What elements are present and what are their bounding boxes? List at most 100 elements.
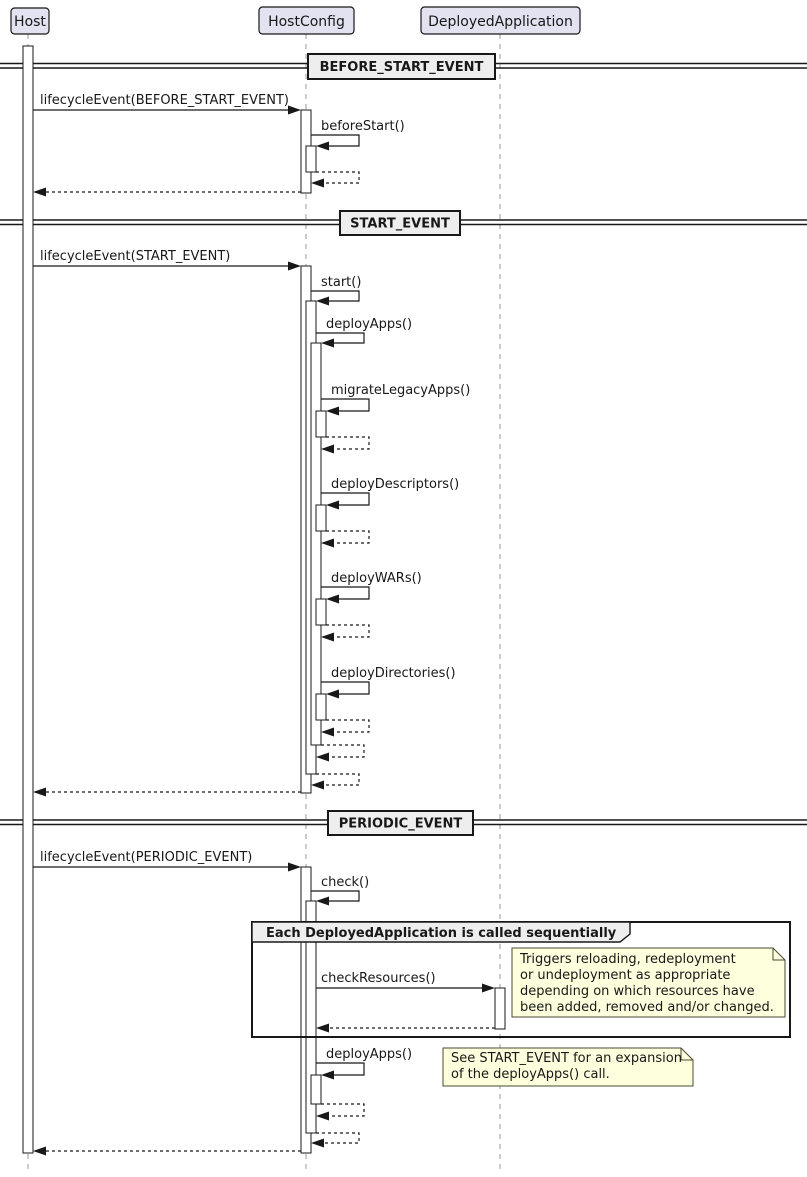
participants: Host HostConfig DeployedApplication — [10, 6, 581, 35]
self-return-beforestart — [316, 171, 360, 184]
participant-box-host — [10, 7, 50, 35]
arrowhead — [316, 141, 329, 151]
note-deploy-apps — [442, 1047, 694, 1087]
self-return-deploywars — [326, 624, 370, 638]
divider-rules — [0, 62, 807, 826]
self-call-deploydescriptors — [321, 492, 370, 506]
message-label: deployWARs() — [331, 571, 422, 586]
arrowhead — [288, 105, 301, 115]
group-frame: Each DeployedApplication is called seque… — [251, 921, 791, 1038]
arrowhead — [311, 178, 324, 188]
participant-label-hostconfig: HostConfig — [268, 14, 345, 30]
note-line: been added, removed and/or changed. — [520, 1000, 774, 1015]
message-label: beforeStart() — [321, 119, 405, 134]
activation-bar-check — [305, 900, 317, 1134]
arrowhead — [326, 406, 339, 416]
arrowhead — [316, 896, 329, 906]
divider-box-start-event — [339, 210, 461, 236]
group-header — [251, 921, 631, 943]
note-line: depending on which resources have — [520, 984, 755, 999]
arrowhead — [33, 787, 46, 797]
self-return-deploydescriptors — [326, 530, 370, 544]
activation-bar-deploydescriptors — [315, 504, 327, 532]
arrowhead — [321, 1070, 334, 1080]
divider-label-before-start-event: BEFORE_START_EVENT — [320, 60, 484, 75]
participant-label-deployedapplication: DeployedApplication — [428, 14, 573, 30]
arrowhead — [321, 538, 334, 548]
self-call-beforestart — [311, 134, 360, 147]
message-label: lifecycleEvent(BEFORE_START_EVENT) — [40, 93, 289, 108]
arrowhead — [316, 1023, 329, 1033]
divider-label-start-event: START_EVENT — [350, 217, 450, 232]
note-check-resources — [511, 947, 786, 1018]
note-line: Triggers reloading, redeployment — [519, 952, 736, 967]
self-call-deploydirectories — [321, 681, 370, 695]
activation-bar-deploydirectories — [315, 693, 327, 721]
note-line: See START_EVENT for an expansion — [451, 1051, 682, 1066]
self-return-start — [316, 773, 360, 786]
self-return-check — [316, 1132, 360, 1144]
self-call-deployapps-periodic — [316, 1062, 365, 1076]
self-return-migratelegacyapps — [326, 436, 370, 450]
message-label: migrateLegacyApps() — [331, 383, 470, 398]
note-deploy-apps-fold — [680, 1048, 693, 1061]
note-line: or undeployment as appropriate — [520, 968, 730, 983]
arrowhead — [316, 296, 329, 306]
message-label: start() — [321, 275, 361, 290]
arrowhead — [326, 594, 339, 604]
divider-box-before-start-event — [307, 53, 496, 80]
arrowhead — [33, 187, 46, 197]
message-label: deployDescriptors() — [331, 477, 459, 492]
activation-bar-migratelegacyapps — [315, 410, 327, 438]
message-label: deployApps() — [326, 1047, 412, 1062]
message-label: check() — [321, 875, 369, 890]
message-label: lifecycleEvent(PERIODIC_EVENT) — [40, 850, 252, 865]
section-start-event: lifecycleEvent(START_EVENT) start() depl… — [33, 249, 470, 797]
notes: Triggers reloading, redeployment or unde… — [442, 947, 786, 1087]
arrowhead — [326, 500, 339, 510]
arrowhead — [321, 444, 334, 454]
activation-bar-deploywars — [315, 598, 327, 626]
lifelines — [27, 34, 501, 1172]
arrowhead — [316, 752, 329, 762]
message-label: checkResources() — [321, 971, 436, 986]
note-line: of the deployApps() call. — [451, 1067, 610, 1082]
self-return-deploydirectories — [326, 719, 370, 733]
arrowhead — [321, 632, 334, 642]
participant-box-deployedapplication — [420, 6, 581, 35]
note-check-resources-fold — [772, 948, 785, 961]
message-label: deployDirectories() — [331, 666, 456, 681]
divider-box-periodic-event — [327, 810, 474, 836]
section-periodic-event: lifecycleEvent(PERIODIC_EVENT) check() c… — [33, 850, 495, 1156]
dividers: BEFORE_START_EVENT START_EVENT PERIODIC_… — [307, 53, 496, 836]
self-return-deployapps-periodic — [321, 1103, 365, 1117]
arrowhead — [311, 780, 324, 790]
self-call-deployapps — [316, 332, 365, 344]
self-call-start — [311, 290, 360, 302]
arrowhead — [321, 338, 334, 348]
participant-label-host: Host — [14, 14, 46, 30]
arrowhead — [326, 689, 339, 699]
arrowhead — [288, 261, 301, 271]
arrowhead — [321, 727, 334, 737]
divider-label-periodic-event: PERIODIC_EVENT — [339, 817, 463, 832]
arrowhead — [288, 862, 301, 872]
group-label: Each DeployedApplication is called seque… — [266, 926, 617, 941]
section-before-start-event: lifecycleEvent(BEFORE_START_EVENT) befor… — [33, 93, 405, 197]
activation-bar-host — [22, 45, 34, 1154]
activation-bar-deployapps-periodic — [310, 1074, 322, 1105]
arrowhead — [316, 1111, 329, 1121]
self-call-migratelegacyapps — [321, 398, 370, 412]
arrowhead — [482, 983, 495, 993]
self-call-check — [311, 890, 360, 902]
arrowhead — [311, 1138, 324, 1148]
message-label: lifecycleEvent(START_EVENT) — [40, 249, 230, 264]
activation-bar-deployapps — [310, 342, 322, 746]
activation-bars — [22, 45, 506, 1154]
arrowhead — [33, 1146, 46, 1156]
message-label: deployApps() — [326, 317, 412, 332]
participant-box-hostconfig — [258, 6, 355, 35]
self-return-deployapps — [321, 744, 365, 758]
